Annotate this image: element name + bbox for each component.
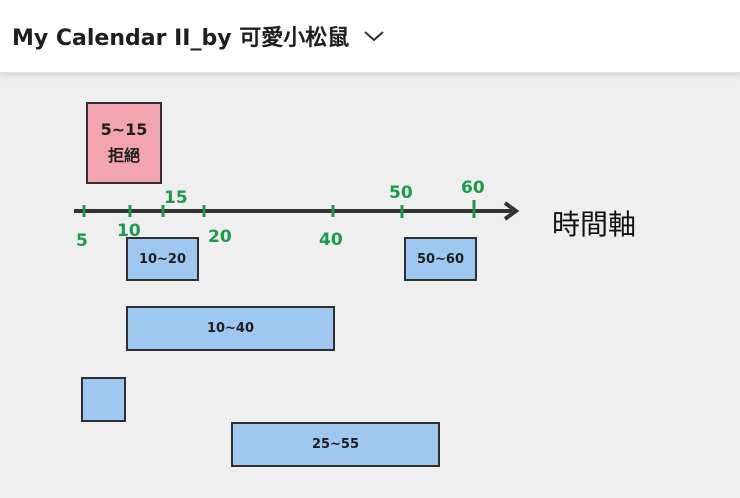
- axis-arrow-icon: [503, 201, 520, 221]
- tick-label-60: 60: [461, 178, 485, 198]
- page-title: My Calendar II_by 可愛小松鼠: [12, 26, 350, 51]
- booking-box-10-20: 10~20: [126, 237, 199, 281]
- booking-box-10-40: 10~40: [126, 306, 335, 351]
- rejected-status-label: 拒絕: [107, 146, 140, 165]
- booking-label: 50~60: [416, 251, 465, 267]
- app-header: My Calendar II_by 可愛小松鼠: [0, 0, 740, 73]
- booking-label: 25~55: [311, 437, 360, 452]
- tick-label-15: 15: [164, 188, 188, 208]
- rejected-range-label: 5~15: [100, 120, 148, 139]
- axis-title: 時間軸: [552, 208, 637, 241]
- tick-label-40: 40: [319, 230, 343, 250]
- booking-label: 10~20: [138, 251, 187, 267]
- chevron-down-icon[interactable]: [363, 29, 385, 43]
- tick-label-10: 10: [117, 221, 141, 241]
- tick-label-5: 5: [76, 231, 88, 251]
- booking-label: 10~40: [206, 321, 255, 336]
- tick-label-50: 50: [389, 183, 413, 203]
- booking-box-50-60: 50~60: [404, 237, 477, 281]
- booking-box-25-55: 25~55: [231, 422, 440, 467]
- tick-label-20: 20: [208, 227, 232, 247]
- empty-booking-box: [81, 377, 126, 422]
- rejected-booking-box: 5~15 拒絕: [86, 102, 162, 184]
